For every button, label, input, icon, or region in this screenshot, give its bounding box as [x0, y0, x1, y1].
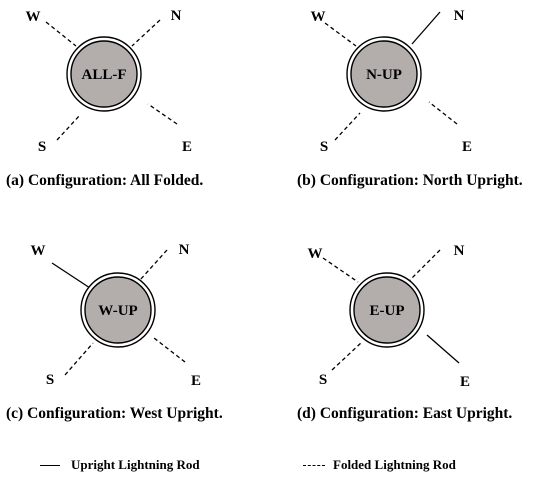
- label-east: E: [460, 374, 470, 390]
- hub-disk: [353, 276, 421, 344]
- label-east: E: [462, 139, 472, 155]
- rod-south-folded: [64, 342, 94, 376]
- rod-east-upright: [426, 334, 460, 364]
- label-east: E: [182, 139, 192, 155]
- rod-south-folded: [334, 112, 361, 141]
- hub-disk: [84, 276, 152, 344]
- hub-label: ALL-F: [82, 67, 127, 83]
- rod-west-folded: [45, 21, 77, 47]
- legend-upright-label: Upright Lightning Rod: [71, 457, 200, 472]
- label-west: W: [311, 9, 326, 25]
- legend-upright-line: [40, 465, 60, 466]
- caption-d: (d) Configuration: East Upright.: [297, 405, 513, 422]
- label-west: W: [31, 243, 46, 259]
- rod-north-upright: [411, 11, 441, 45]
- hub-disk: [350, 40, 418, 108]
- caption-c: (c) Configuration: West Upright.: [6, 405, 223, 422]
- rod-west-folded: [324, 22, 357, 47]
- legend-folded-line: [303, 465, 325, 466]
- label-south: S: [46, 372, 54, 388]
- hub-label: N-UP: [366, 67, 402, 83]
- label-west: W: [308, 246, 323, 262]
- rod-north-folded: [409, 249, 441, 281]
- panel-d-diagram: E-UP W N S E: [308, 243, 471, 390]
- hub-label: E-UP: [370, 303, 405, 319]
- caption-a: (a) Configuration: All Folded.: [6, 172, 204, 189]
- hub-disk: [70, 40, 138, 108]
- panel-a-diagram: ALL-F W N S E: [26, 8, 193, 155]
- rod-west-upright: [51, 262, 91, 289]
- label-north: N: [454, 8, 465, 24]
- label-south: S: [319, 372, 327, 388]
- label-east: E: [191, 373, 201, 389]
- legend-folded-label: Folded Lightning Rod: [333, 457, 456, 472]
- rod-east-folded: [147, 103, 178, 125]
- rod-south-folded: [56, 114, 81, 141]
- rod-east-folded: [428, 101, 458, 125]
- hub-label: W-UP: [98, 303, 137, 319]
- rod-south-folded: [331, 341, 363, 371]
- caption-b: (b) Configuration: North Upright.: [297, 172, 523, 189]
- rod-north-folded: [131, 19, 161, 47]
- label-west: W: [26, 9, 41, 25]
- label-south: S: [320, 139, 328, 155]
- label-north: N: [171, 8, 182, 24]
- panel-c-diagram: W-UP W N S E: [31, 242, 202, 389]
- rod-east-folded: [153, 337, 186, 363]
- label-south: S: [38, 139, 46, 155]
- rod-west-folded: [322, 257, 359, 283]
- label-north: N: [179, 242, 190, 258]
- rod-north-folded: [139, 249, 168, 281]
- label-north: N: [454, 243, 465, 259]
- panel-b-diagram: N-UP W N S E: [311, 8, 473, 155]
